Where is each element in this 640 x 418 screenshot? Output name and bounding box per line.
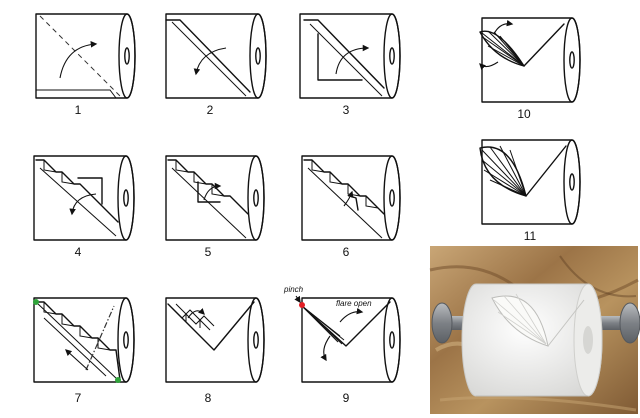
finished-result-photo <box>429 246 640 414</box>
step-11-diagram <box>479 139 581 225</box>
step-number-3: 3 <box>343 103 350 117</box>
step-10-diagram <box>479 17 581 103</box>
step-number-10: 10 <box>517 107 531 121</box>
flare-arrow-up <box>339 307 364 323</box>
step-number-2: 2 <box>207 103 214 117</box>
step-7-diagram <box>33 297 135 383</box>
pinch-label: pinch <box>283 285 304 294</box>
step-2-diagram <box>165 13 267 99</box>
step-6-diagram <box>301 155 401 241</box>
open-arrow-up <box>493 19 514 35</box>
step-number-9: 9 <box>343 391 350 405</box>
fold-arrow <box>343 190 354 207</box>
step-number-11: 11 <box>524 229 537 243</box>
diagonal-fold-line <box>39 15 121 97</box>
corner-marker-top <box>33 299 39 305</box>
pinch-marker <box>299 302 305 308</box>
flare-open-label: flare open <box>336 299 372 308</box>
pinch-arrow <box>294 295 301 304</box>
step-8-diagram <box>165 297 265 383</box>
fold-line <box>85 305 115 371</box>
step-1-diagram <box>35 13 136 99</box>
step-number-4: 4 <box>75 245 82 259</box>
step-3-diagram <box>299 13 401 99</box>
step-4-diagram <box>33 155 135 241</box>
corner-marker-bottom <box>115 377 121 383</box>
open-arrow-down <box>479 61 499 71</box>
fold-arrow <box>69 193 97 216</box>
step-number-1: 1 <box>75 103 82 117</box>
step-5-diagram <box>165 155 265 241</box>
fold-arrow <box>187 307 205 319</box>
step-number-6: 6 <box>343 245 350 259</box>
fold-arrow <box>203 182 222 201</box>
step-number-8: 8 <box>205 391 212 405</box>
step-9-diagram: pinch flare open <box>283 285 401 383</box>
holder-bracket-right <box>619 302 640 344</box>
holder-bracket-left <box>431 302 453 344</box>
step-number-5: 5 <box>205 245 212 259</box>
fold-arrow <box>335 44 370 75</box>
flare-arrow-down <box>320 335 331 362</box>
step-number-7: 7 <box>75 391 82 405</box>
fold-arrow <box>65 349 89 371</box>
fold-arrow <box>59 41 98 79</box>
fold-arrow <box>193 47 227 76</box>
